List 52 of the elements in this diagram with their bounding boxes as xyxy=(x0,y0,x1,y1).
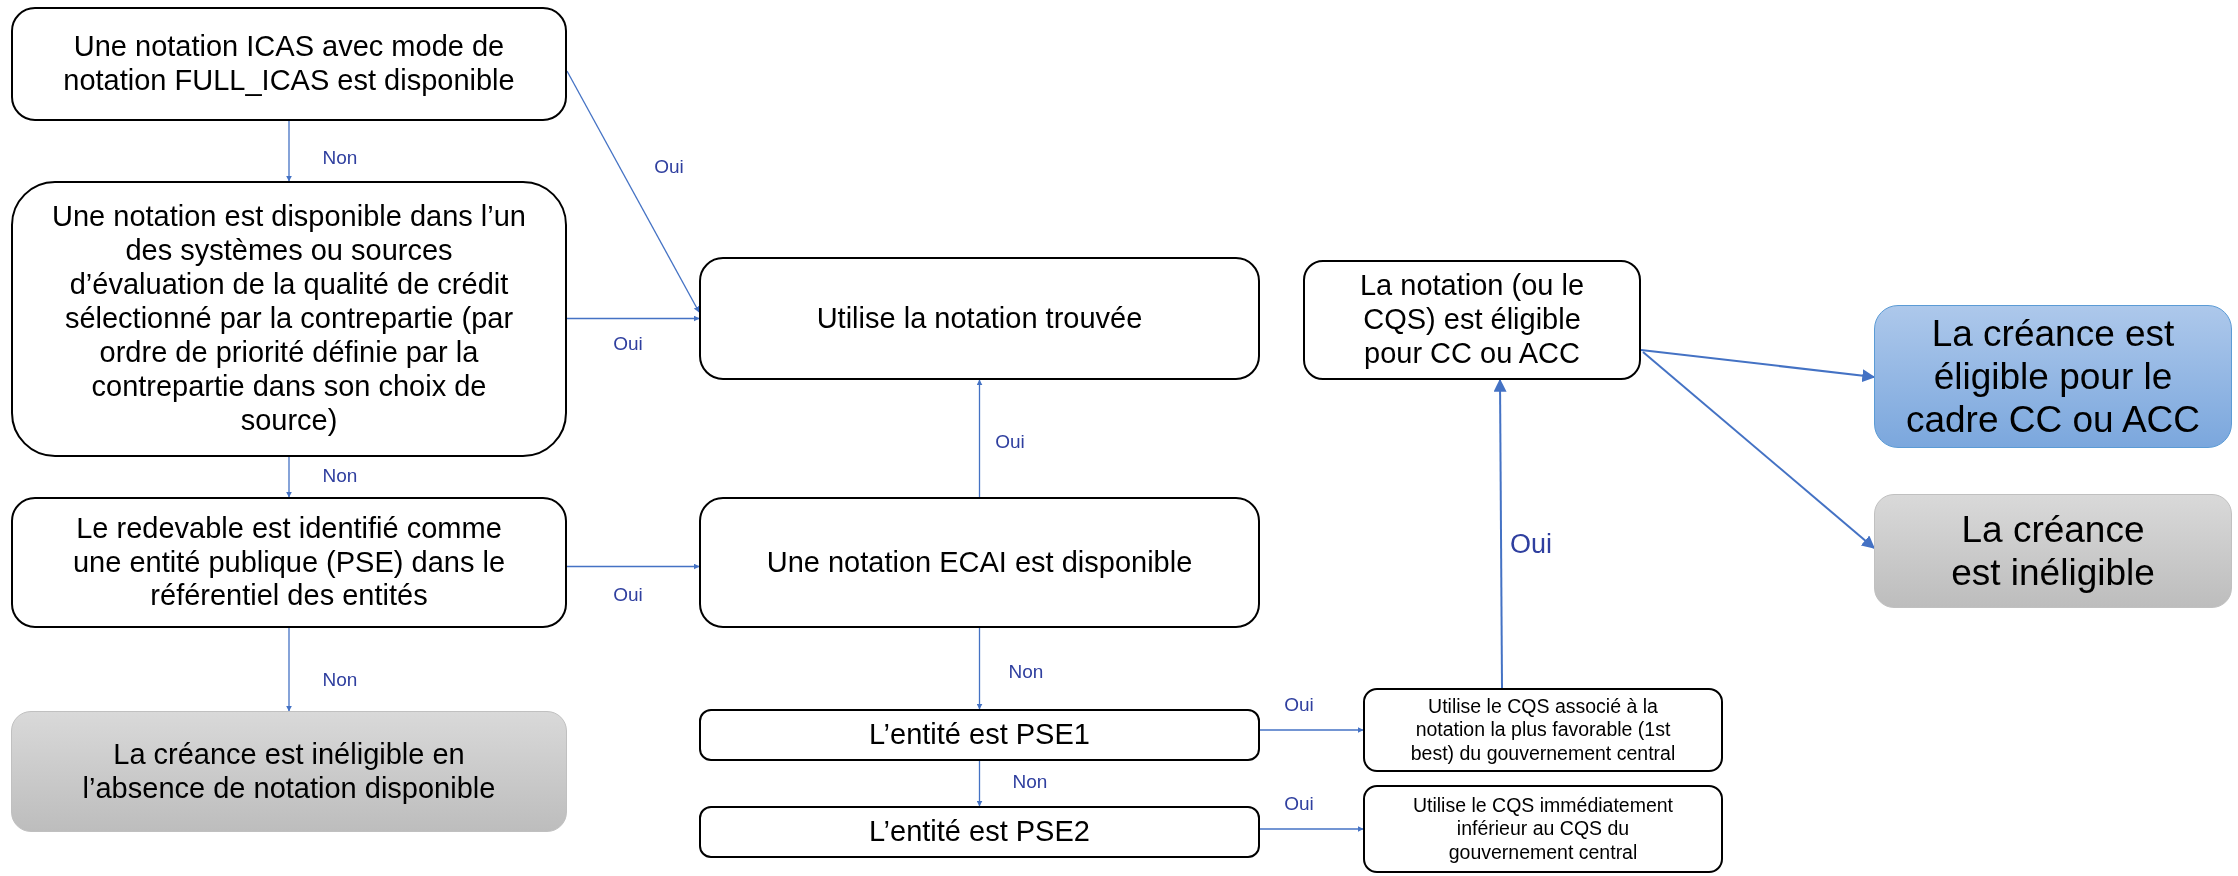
node-text: Une notation ICAS avec mode de notation FULL_ICAS est disponible xyxy=(62,30,516,98)
edge-label: Non xyxy=(1008,661,1044,683)
arrow xyxy=(976,627,983,710)
edge-label: Oui xyxy=(995,431,1025,453)
arrow xyxy=(566,315,700,322)
process-box xyxy=(699,257,1260,380)
outcome-box xyxy=(1874,305,2232,448)
node-text: Le redevable est identifié comme une entité publique (PSE) dans le référentiel des entités xyxy=(71,511,507,614)
process-box xyxy=(11,497,567,628)
arrow xyxy=(1259,727,1364,733)
node-text: La créance est inéligible xyxy=(1950,507,2156,595)
node-text: Utilise le CQS associé à la notation la plus favorable (1st best) du gouvernement central xyxy=(1409,694,1677,766)
edge-label: Non xyxy=(322,147,358,169)
arrow xyxy=(566,563,700,570)
process-box xyxy=(1363,785,1723,873)
arrow xyxy=(1640,349,1876,383)
node-text: La créance est inéligible en l’absence de notation disponible xyxy=(81,737,497,806)
edge-label: Oui xyxy=(1284,793,1314,815)
edge-label: Non xyxy=(322,465,358,487)
edge-label: Oui xyxy=(1510,530,1552,560)
node-text: L’entité est PSE1 xyxy=(869,718,1090,752)
outcome-box xyxy=(11,711,567,832)
arrow xyxy=(566,70,700,313)
edge-label: Oui xyxy=(613,333,643,355)
edge-label: Oui xyxy=(1284,694,1314,716)
edge-label: Non xyxy=(1012,771,1048,793)
arrow xyxy=(1493,378,1507,689)
arrow xyxy=(976,760,983,807)
node-text: La créance est éligible pour le cadre CC ou ACC xyxy=(1904,311,2202,442)
process-box xyxy=(11,181,567,457)
process-box xyxy=(1363,688,1723,772)
arrow xyxy=(1642,351,1875,549)
node-text: La notation (ou le CQS) est éligible pour CC ou ACC xyxy=(1358,269,1586,371)
process-box xyxy=(699,709,1260,761)
edge-label: Oui xyxy=(654,156,684,178)
node-text: Une notation ECAI est disponible xyxy=(766,545,1193,580)
node-text: Utilise la notation trouvée xyxy=(816,301,1143,336)
node-text: Utilise le CQS immédiatement inférieur au CQS du gouvernement central xyxy=(1411,793,1675,865)
node-text: Une notation est disponible dans l’un des systèmes ou sources d’évaluation de la qualité de crédit sélectionné par la contrepartie (par ordre de priorité définie par la contrepartie dans son choix de source) xyxy=(51,200,527,438)
arrow xyxy=(286,456,292,498)
process-box xyxy=(699,497,1260,628)
outcome-box xyxy=(1874,494,2232,608)
process-box xyxy=(1303,260,1641,380)
process-box xyxy=(11,7,567,121)
edge-label: Non xyxy=(322,669,358,691)
arrow xyxy=(976,379,983,498)
node-text: L’entité est PSE2 xyxy=(869,815,1090,849)
arrow xyxy=(1259,826,1364,832)
process-box xyxy=(699,806,1260,858)
edge-label: Oui xyxy=(613,584,643,606)
arrow xyxy=(286,627,292,712)
arrow xyxy=(286,120,292,182)
